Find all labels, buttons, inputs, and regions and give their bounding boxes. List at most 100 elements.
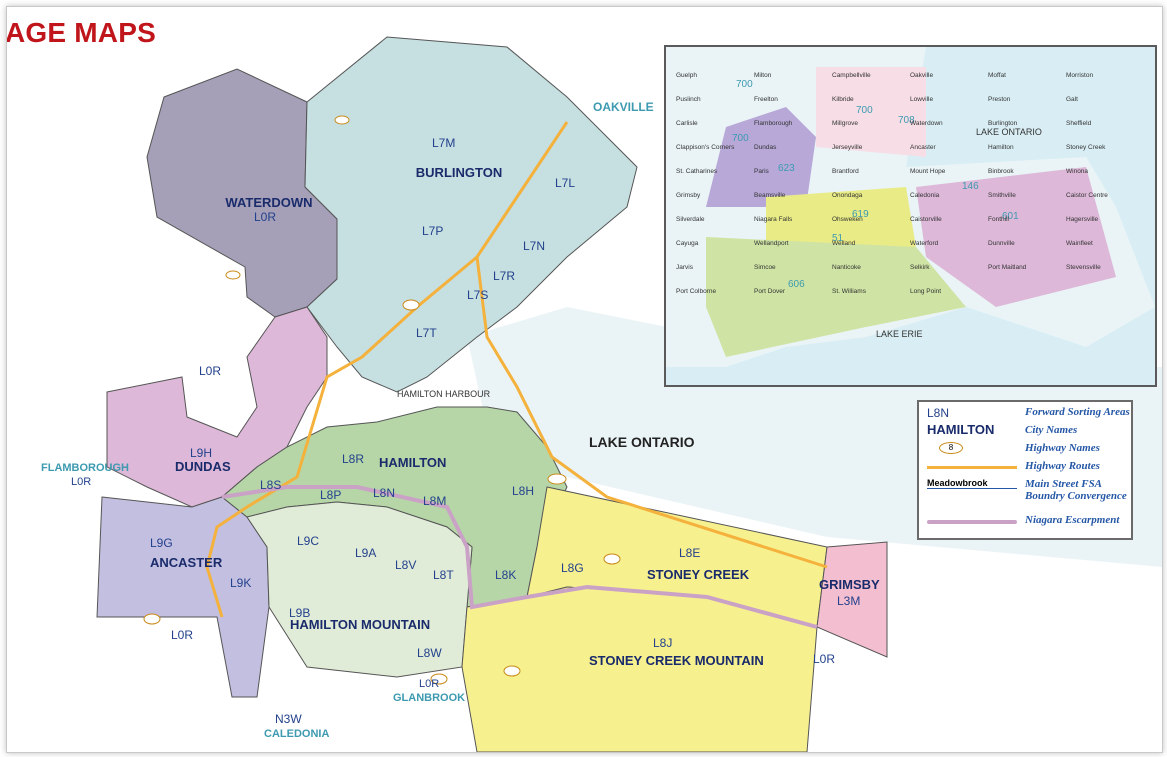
inset-code-700-b: 700 bbox=[856, 105, 873, 116]
fsa-l8n: L8N bbox=[373, 486, 395, 500]
inset-code-700-c: 700 bbox=[732, 133, 749, 144]
legend-escarpment-line bbox=[927, 520, 1017, 524]
inset-place-label: Onondaga bbox=[832, 192, 863, 199]
fsa-l9k: L9K bbox=[230, 576, 251, 590]
inset-place-label: Stoney Creek bbox=[1066, 144, 1106, 151]
label-stoney-creek-mountain: STONEY CREEK MOUNTAIN bbox=[589, 653, 764, 668]
inset-place-label: Caistor Centre bbox=[1066, 192, 1108, 199]
fsa-l8j: L8J bbox=[653, 636, 672, 650]
inset-area-700 bbox=[816, 67, 926, 157]
label-hamilton: HAMILTON bbox=[379, 455, 446, 470]
highway-shield-6 bbox=[225, 270, 241, 280]
legend-street-desc: Main Street FSA Boundry Convergence bbox=[1025, 478, 1127, 502]
fsa-glanbrook: L0R bbox=[419, 678, 439, 690]
fsa-l9g: L9G bbox=[150, 536, 173, 550]
legend-fsa-sample: L8N bbox=[927, 406, 950, 420]
inset-place-label: Nanticoke bbox=[832, 264, 861, 271]
label-flamborough: FLAMBOROUGH bbox=[41, 462, 129, 474]
label-oakville: OAKVILLE bbox=[593, 100, 654, 114]
fsa-l7t: L7T bbox=[416, 326, 437, 340]
inset-place-label: Flamborough bbox=[754, 120, 793, 127]
fsa-l9c: L9C bbox=[297, 534, 319, 548]
fsa-l7r: L7R bbox=[493, 269, 515, 283]
inset-place-label: Mount Hope bbox=[910, 168, 946, 175]
inset-label-lake-erie: LAKE ERIE bbox=[876, 329, 923, 339]
highway-shield-qew bbox=[547, 473, 567, 485]
inset-place-label: Port Colborne bbox=[676, 288, 716, 295]
fsa-l8s: L8S bbox=[260, 478, 281, 492]
inset-code-708: 708 bbox=[898, 115, 915, 126]
inset-place-label: Binbrook bbox=[988, 168, 1014, 175]
inset-place-label: Cayuga bbox=[676, 240, 699, 247]
fsa-l8p: L8P bbox=[320, 488, 341, 502]
region-grimsby bbox=[816, 541, 888, 658]
highway-shield-8 bbox=[603, 553, 621, 565]
inset-place-label: Lowville bbox=[910, 96, 934, 103]
inset-area-606 bbox=[706, 237, 966, 357]
region-ancaster bbox=[96, 496, 270, 698]
inset-place-label: Caistorville bbox=[910, 216, 942, 223]
label-caledonia: CALEDONIA bbox=[264, 728, 329, 740]
fsa-waterdown: L0R bbox=[254, 210, 276, 224]
map-frame: WATERDOWN L0R BURLINGTON OAKVILLE L7M L7… bbox=[6, 6, 1163, 753]
fsa-l8w: L8W bbox=[417, 646, 442, 660]
fsa-l7s: L7S bbox=[467, 288, 488, 302]
inset-place-label: Smithville bbox=[988, 192, 1016, 199]
inset-place-label: Grimsby bbox=[676, 192, 701, 199]
inset-area-619 bbox=[766, 187, 916, 257]
legend-city-desc: City Names bbox=[1025, 424, 1078, 436]
inset-place-label: Beamsville bbox=[754, 192, 786, 199]
fsa-l8g: L8G bbox=[561, 561, 584, 575]
fsa-l7n: L7N bbox=[523, 239, 545, 253]
map-legend: L8N Forward Sorting Areas HAMILTON City … bbox=[917, 400, 1133, 540]
inset-place-label: Clappison's Corners bbox=[676, 144, 735, 151]
inset-place-label: Morriston bbox=[1066, 72, 1093, 79]
inset-place-label: Brantford bbox=[832, 168, 859, 175]
fsa-caledonia: N3W bbox=[275, 712, 302, 726]
inset-svg: LAKE ONTARIO LAKE ERIE 700 700 700 708 6… bbox=[666, 47, 1155, 385]
inset-place-label: Dunnville bbox=[988, 240, 1015, 247]
inset-place-label: Carlisle bbox=[676, 120, 698, 127]
inset-area-623 bbox=[706, 107, 816, 207]
inset-place-label: Niagara Falls bbox=[754, 216, 793, 223]
label-l0r-west: L0R bbox=[199, 364, 221, 378]
inset-place-label: Ohsweken bbox=[832, 216, 863, 223]
label-hamilton-harbour: HAMILTON HARBOUR bbox=[397, 389, 491, 399]
inset-place-label: Winona bbox=[1066, 168, 1088, 175]
inset-place-label: Campbellville bbox=[832, 72, 871, 79]
fsa-l8v: L8V bbox=[395, 558, 416, 572]
inset-place-label: Simcoe bbox=[754, 264, 776, 271]
legend-route-line bbox=[927, 466, 1017, 469]
inset-place-label: Kilbride bbox=[832, 96, 854, 103]
inset-place-label: Hamilton bbox=[988, 144, 1014, 151]
inset-place-label: Moffat bbox=[988, 72, 1006, 79]
inset-area-601 bbox=[916, 167, 1116, 307]
regional-inset-map: LAKE ONTARIO LAKE ERIE 700 700 700 708 6… bbox=[664, 45, 1157, 387]
legend-street-sample: Meadowbrook bbox=[927, 478, 1017, 489]
fsa-l8t: L8T bbox=[433, 568, 454, 582]
page-title: AGE MAPS bbox=[6, 17, 156, 48]
inset-place-label: Oakville bbox=[910, 72, 934, 79]
fsa-l8e: L8E bbox=[679, 546, 700, 560]
legend-route-desc: Highway Routes bbox=[1025, 460, 1100, 472]
inset-code-146: 146 bbox=[962, 181, 979, 192]
legend-hwy-sample: 8 bbox=[939, 442, 963, 454]
region-burlington bbox=[304, 36, 638, 393]
inset-place-label: Wainfleet bbox=[1066, 240, 1093, 247]
inset-place-label: Galt bbox=[1066, 96, 1078, 103]
legend-hwy-desc: Highway Names bbox=[1025, 442, 1100, 454]
inset-place-label: Jerseyville bbox=[832, 144, 863, 151]
legend-city-sample: HAMILTON bbox=[927, 422, 995, 437]
inset-place-label: Wellandport bbox=[754, 240, 789, 247]
inset-place-label: Guelph bbox=[676, 72, 697, 79]
inset-place-label: Stevensville bbox=[1066, 264, 1101, 271]
inset-place-label: Fonthill bbox=[988, 216, 1010, 223]
fsa-l8m: L8M bbox=[423, 494, 446, 508]
label-lake-ontario: LAKE ONTARIO bbox=[589, 434, 695, 450]
inset-place-label: Sheffield bbox=[1066, 120, 1092, 127]
inset-place-label: Preston bbox=[988, 96, 1011, 103]
inset-code-601: 601 bbox=[1002, 211, 1019, 222]
inset-place-label: Millgrove bbox=[832, 120, 858, 127]
fsa-l8h: L8H bbox=[512, 484, 534, 498]
